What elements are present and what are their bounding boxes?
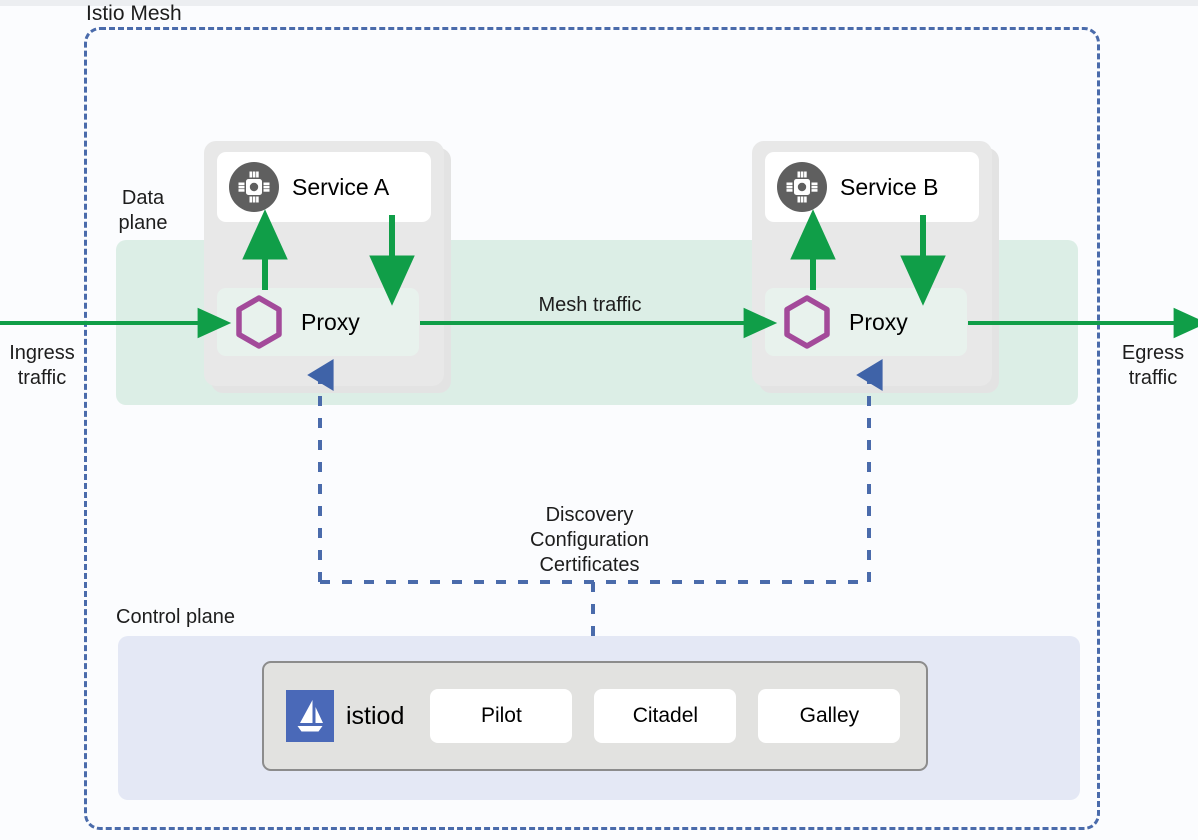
- hexagon-icon: [781, 294, 833, 350]
- istiod-label: istiod: [346, 701, 405, 730]
- top-strip: [0, 0, 1198, 6]
- service-b-card[interactable]: Service B: [765, 152, 979, 222]
- component-pilot[interactable]: Pilot: [430, 689, 573, 743]
- chip-icon: [777, 162, 827, 212]
- service-name: Service B: [840, 173, 939, 200]
- mesh-traffic-label: Mesh traffic: [538, 294, 642, 316]
- egress-traffic-label: Egress traffic: [1121, 342, 1185, 389]
- service-b-proxy[interactable]: Proxy: [765, 288, 967, 356]
- chip-icon: [229, 162, 279, 212]
- istiod-box[interactable]: istiod Pilot Citadel Galley: [262, 661, 928, 771]
- discovery-config-label: Discovery Configuration Certificates: [530, 504, 649, 576]
- data-plane-label: Data plane: [118, 187, 168, 234]
- component-galley[interactable]: Galley: [758, 689, 901, 743]
- istiod-components: Pilot Citadel Galley: [430, 689, 901, 743]
- proxy-label: Proxy: [301, 308, 360, 335]
- istio-sail-logo-icon: [286, 690, 334, 742]
- istiod-brand: istiod: [286, 690, 404, 742]
- proxy-label: Proxy: [849, 308, 908, 335]
- service-a-pod: Service A Proxy: [204, 141, 451, 393]
- service-b-pod: Service B Proxy: [752, 141, 999, 393]
- service-a-proxy[interactable]: Proxy: [217, 288, 419, 356]
- istio-mesh-title: Istio Mesh: [86, 2, 182, 25]
- istio-mesh-boundary: [84, 27, 1100, 830]
- component-citadel[interactable]: Citadel: [594, 689, 737, 743]
- service-a-card[interactable]: Service A: [217, 152, 431, 222]
- control-plane-label: Control plane: [116, 606, 235, 628]
- service-name: Service A: [292, 173, 390, 200]
- hexagon-icon: [233, 294, 285, 350]
- ingress-traffic-label: Ingress traffic: [9, 342, 75, 389]
